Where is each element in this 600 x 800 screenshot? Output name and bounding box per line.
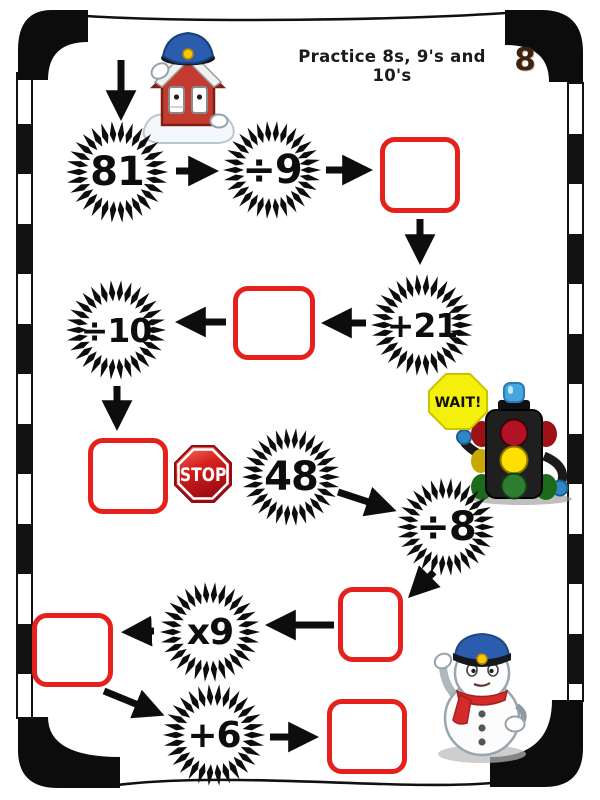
frame-corner-bottom-left	[18, 717, 120, 788]
police-schoolhouse-mascot	[142, 31, 235, 144]
arrow-box5-to-plus6	[102, 687, 165, 719]
checkered-border-left	[16, 72, 33, 719]
burst-start-81: 81	[65, 120, 169, 224]
burst-start-81-label: 81	[90, 149, 145, 195]
arrow-x9-to-box5	[121, 615, 155, 647]
answer-box-5[interactable]	[32, 613, 113, 687]
burst-divide-10-label: ÷10	[80, 310, 153, 350]
burst-add-6: +6	[162, 683, 266, 787]
stop-sign: STOP	[174, 445, 232, 503]
burst-multiply-9-label: x9	[186, 611, 234, 653]
wait-sign-text: WAIT!	[435, 395, 482, 411]
frame-corner-top-left	[18, 10, 88, 80]
arrow-48-to-div8	[336, 486, 397, 517]
answer-box-3[interactable]	[88, 438, 168, 514]
page-title: Practice 8s, 9's and 10's	[298, 47, 486, 85]
answer-box-2[interactable]	[233, 286, 315, 360]
burst-multiply-9: x9	[159, 581, 261, 683]
traffic-light-character: WAIT!	[428, 373, 572, 505]
burst-add-21: +21	[370, 273, 474, 377]
burst-add-21-label: +21	[386, 305, 459, 345]
burst-48: 48	[241, 427, 341, 527]
stop-sign-text: STOP	[180, 465, 227, 487]
burst-divide-9: ÷9	[222, 120, 322, 220]
burst-divide-8: ÷8	[396, 477, 496, 577]
answer-box-4[interactable]	[338, 587, 403, 662]
frame-line-top	[85, 11, 507, 22]
police-snowman	[433, 632, 527, 763]
answer-box-1[interactable]	[380, 137, 460, 213]
answer-box-6[interactable]	[327, 699, 407, 774]
page-number: 8	[514, 42, 536, 78]
wait-sign: WAIT!	[428, 373, 488, 430]
burst-divide-8-label: ÷8	[416, 504, 476, 550]
burst-48-label: 48	[264, 454, 319, 500]
burst-divide-9-label: ÷9	[242, 147, 302, 193]
burst-divide-10: ÷10	[65, 279, 167, 381]
burst-add-6-label: +6	[187, 714, 241, 756]
